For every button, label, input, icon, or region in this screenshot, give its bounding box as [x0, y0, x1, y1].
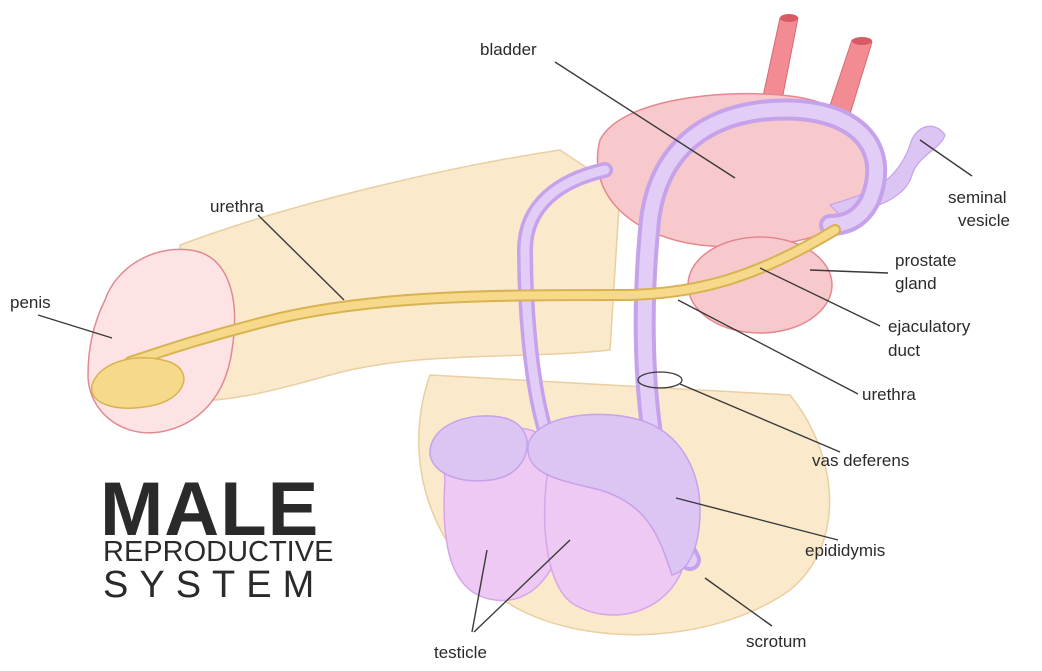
label-penis: penis	[10, 293, 51, 312]
label-scrotum: scrotum	[746, 632, 806, 651]
label-ejaculatory-line1: ejaculatory	[888, 317, 971, 336]
label-urethra-right: urethra	[862, 385, 916, 404]
title-line3: SYSTEM	[103, 564, 325, 606]
diagram-title: MALE REPRODUCTIVE SYSTEM	[100, 467, 333, 606]
label-ejaculatory-line2: duct	[888, 341, 920, 360]
label-prostate-line1: prostate	[895, 251, 956, 270]
label-testicle: testicle	[434, 643, 487, 662]
label-seminal-vesicle-line2: vesicle	[958, 211, 1010, 230]
label-urethra-top: urethra	[210, 197, 264, 216]
label-bladder: bladder	[480, 40, 537, 59]
label-seminal-vesicle-line1: seminal	[948, 188, 1007, 207]
leader-seminal-vesicle	[920, 140, 972, 176]
label-prostate-line2: gland	[895, 274, 937, 293]
label-vas-deferens: vas deferens	[812, 451, 909, 470]
label-epididymis: epididymis	[805, 541, 885, 560]
